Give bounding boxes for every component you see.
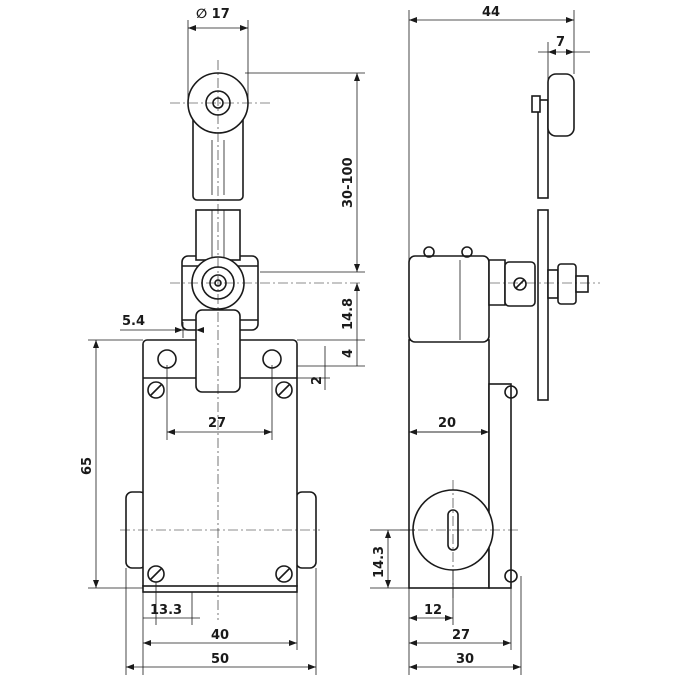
- top-right-screw: [275, 381, 293, 399]
- dim-flange-offset: 2: [310, 376, 325, 385]
- dim-cable-height: 14.3: [372, 546, 387, 578]
- top-left-screw: [147, 381, 165, 399]
- side-arm: [537, 99, 549, 199]
- dim-arm-length: 30-100: [341, 157, 356, 208]
- bottom-right-screw: [275, 565, 293, 583]
- dim-cable-offset: 12: [424, 603, 442, 618]
- bottom-lip: [142, 585, 298, 593]
- dim-body-inner-width: 40: [211, 628, 229, 643]
- side-view: [400, 73, 600, 600]
- dim-roller-axis-height: 14.8: [341, 298, 356, 330]
- dim-side-depth: 30: [456, 652, 474, 667]
- side-dimensions: 44 7 20 14.3 12 27: [370, 5, 590, 675]
- dim-roller-diameter: ∅ 17: [196, 7, 230, 22]
- dim-hole-spacing-top: 27: [208, 416, 226, 431]
- dim-roller-width: 7: [556, 35, 565, 50]
- side-lever-plate: [537, 209, 549, 401]
- front-dimensions: ∅ 17 30-100 14.8 4 2 5.4 27: [80, 7, 365, 675]
- side-plate: [488, 383, 512, 589]
- front-view: [120, 60, 360, 620]
- side-roller: [547, 73, 575, 137]
- dim-lever-offset: 5.4: [122, 314, 145, 329]
- dim-body-width: 50: [211, 652, 229, 667]
- side-head: [408, 255, 490, 343]
- dim-body-height: 65: [80, 457, 95, 475]
- dim-side-total-width: 44: [482, 5, 500, 20]
- dim-flange-thickness: 4: [341, 349, 356, 358]
- dim-bottom-offset: 13.3: [150, 603, 182, 618]
- dim-side-depth-inner: 27: [452, 628, 470, 643]
- dim-side-head-depth: 20: [438, 416, 456, 431]
